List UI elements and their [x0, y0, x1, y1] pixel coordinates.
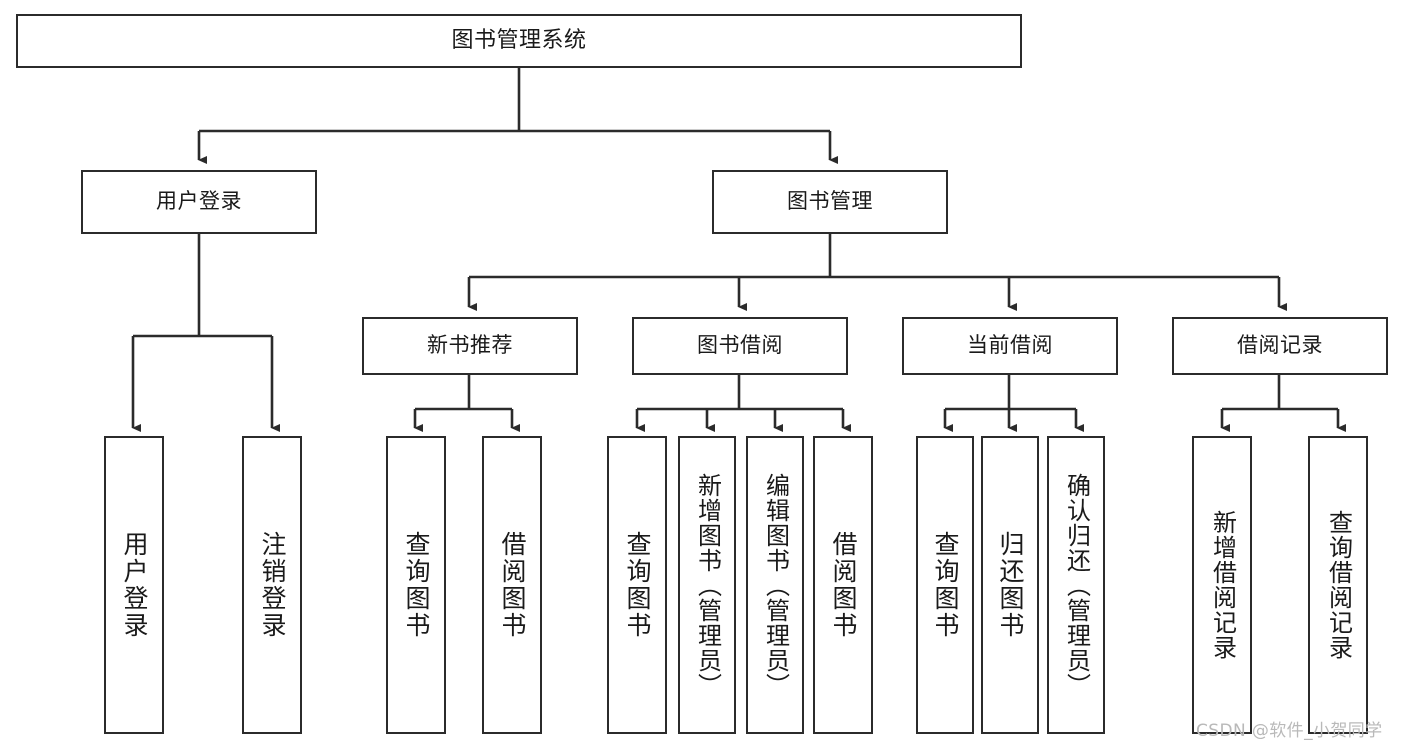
node-label: 图书借阅 — [697, 333, 783, 358]
node-leaf-query-book-borrow[interactable]: 查询图书 — [607, 436, 667, 734]
node-leaf-borrow-book-new[interactable]: 借阅图书 — [482, 436, 542, 734]
node-leaf-confirm-return-admin[interactable]: 确认归还（管理员） — [1047, 436, 1105, 734]
node-label: 查询借阅记录 — [1324, 510, 1353, 660]
node-leaf-add-book-admin[interactable]: 新增图书（管理员） — [678, 436, 736, 734]
node-label: 图书管理 — [787, 189, 873, 214]
watermark-text: CSDN @软件_小贺同学 — [1196, 721, 1383, 741]
node-leaf-query-book-new[interactable]: 查询图书 — [386, 436, 446, 734]
node-root-book-management-system[interactable]: 图书管理系统 — [16, 14, 1022, 68]
node-label: 查询图书 — [623, 531, 652, 639]
node-label: 新增图书（管理员） — [693, 472, 722, 698]
node-book-management[interactable]: 图书管理 — [712, 170, 948, 234]
node-label: 用户登录 — [156, 189, 242, 214]
node-label: 图书管理系统 — [451, 27, 587, 53]
node-leaf-query-borrow-record[interactable]: 查询借阅记录 — [1308, 436, 1368, 734]
node-book-borrow[interactable]: 图书借阅 — [632, 317, 848, 375]
node-leaf-logout[interactable]: 注销登录 — [242, 436, 302, 734]
node-label: 新增借阅记录 — [1208, 510, 1237, 660]
node-label: 归还图书 — [996, 531, 1025, 639]
node-leaf-user-login[interactable]: 用户登录 — [104, 436, 164, 734]
node-label: 用户登录 — [120, 531, 149, 639]
node-label: 当前借阅 — [967, 333, 1053, 358]
node-leaf-borrow-book[interactable]: 借阅图书 — [813, 436, 873, 734]
node-current-borrow[interactable]: 当前借阅 — [902, 317, 1118, 375]
node-leaf-return-book[interactable]: 归还图书 — [981, 436, 1039, 734]
node-new-book-recommendation[interactable]: 新书推荐 — [362, 317, 578, 375]
node-label: 查询图书 — [931, 531, 960, 639]
node-leaf-add-borrow-record[interactable]: 新增借阅记录 — [1192, 436, 1252, 734]
node-label: 借阅图书 — [829, 531, 858, 639]
node-label: 确认归还（管理员） — [1062, 472, 1091, 698]
node-leaf-query-book-current[interactable]: 查询图书 — [916, 436, 974, 734]
node-leaf-edit-book-admin[interactable]: 编辑图书（管理员） — [746, 436, 804, 734]
node-label: 注销登录 — [258, 531, 287, 639]
node-borrow-record[interactable]: 借阅记录 — [1172, 317, 1388, 375]
node-label: 新书推荐 — [427, 333, 513, 358]
node-label: 编辑图书（管理员） — [761, 472, 790, 698]
node-label: 借阅图书 — [498, 531, 527, 639]
node-label: 借阅记录 — [1237, 333, 1323, 358]
node-label: 查询图书 — [402, 531, 431, 639]
node-user-login[interactable]: 用户登录 — [81, 170, 317, 234]
